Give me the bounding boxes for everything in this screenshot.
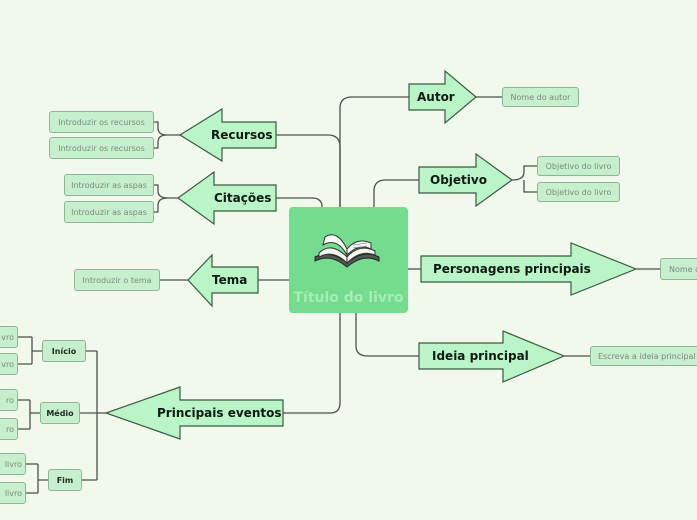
medio-child-2[interactable]: ro (0, 418, 18, 440)
connector-medio-children (18, 399, 40, 430)
group-inicio[interactable]: Início (42, 340, 86, 362)
child-nome-autor[interactable]: Nome do autor (502, 87, 579, 107)
connector-citacoes (276, 197, 323, 208)
child-citacoes-2[interactable]: Introduzir as aspas (64, 201, 154, 223)
child-recursos-2[interactable]: Introduzir os recursos (49, 137, 154, 159)
connector-objetivo (373, 179, 419, 207)
connector-eventos-groups (80, 350, 106, 481)
branch-recursos-label: Recursos (211, 128, 273, 142)
connector-recursos-children (154, 121, 180, 149)
connector-citacoes-children (154, 184, 178, 213)
arrow-objetivo[interactable] (418, 152, 514, 208)
branch-citacoes-label: Citações (214, 191, 272, 205)
child-objetivo-1[interactable]: Objetivo do livro (537, 156, 620, 176)
arrow-ideia[interactable] (418, 330, 566, 383)
connector-autor (339, 96, 409, 207)
child-recursos-1[interactable]: Introduzir os recursos (49, 111, 154, 133)
arrow-citacoes[interactable] (176, 170, 277, 226)
arrow-eventos[interactable] (104, 386, 284, 440)
branch-ideia-label: Ideia principal (432, 349, 529, 363)
central-topic[interactable]: Título do livro (289, 207, 408, 313)
connector-inicio-children (18, 336, 42, 365)
branch-tema-label: Tema (212, 273, 248, 287)
connector-eventos (283, 313, 341, 414)
branch-eventos-label: Principais eventos (157, 406, 282, 420)
connector-fim-children (26, 463, 48, 494)
child-ideia-principal[interactable]: Escreva a ideia principal (590, 346, 697, 366)
child-personagem-nome[interactable]: Nome d (660, 258, 697, 280)
connector-recursos (276, 134, 341, 207)
arrow-personagens[interactable] (420, 242, 638, 296)
inicio-child-2[interactable]: vro (0, 353, 18, 375)
branch-objetivo-label: Objetivo (430, 173, 487, 187)
arrow-autor[interactable] (408, 69, 477, 125)
connector-ideia (355, 313, 419, 357)
inicio-child-1[interactable]: vro (0, 326, 18, 348)
arrow-tema[interactable] (187, 253, 259, 308)
child-citacoes-1[interactable]: Introduzir as aspas (64, 174, 154, 196)
arrow-recursos[interactable] (178, 107, 277, 163)
fim-child-1[interactable]: livro (0, 453, 26, 475)
group-fim[interactable]: Fim (48, 469, 82, 491)
branch-autor-label: Autor (417, 90, 455, 104)
branch-personagens-label: Personagens principais (433, 262, 591, 276)
central-topic-title: Título do livro (293, 290, 404, 306)
child-objetivo-2[interactable]: Objetivo do livro (537, 182, 620, 202)
medio-child-1[interactable]: ro (0, 389, 18, 411)
connector-objetivo-children (511, 165, 537, 193)
child-tema[interactable]: Introduzir o tema (74, 269, 160, 291)
group-medio[interactable]: Médio (40, 402, 80, 424)
fim-child-2[interactable]: livro (0, 482, 26, 504)
open-book-icon (314, 234, 380, 268)
